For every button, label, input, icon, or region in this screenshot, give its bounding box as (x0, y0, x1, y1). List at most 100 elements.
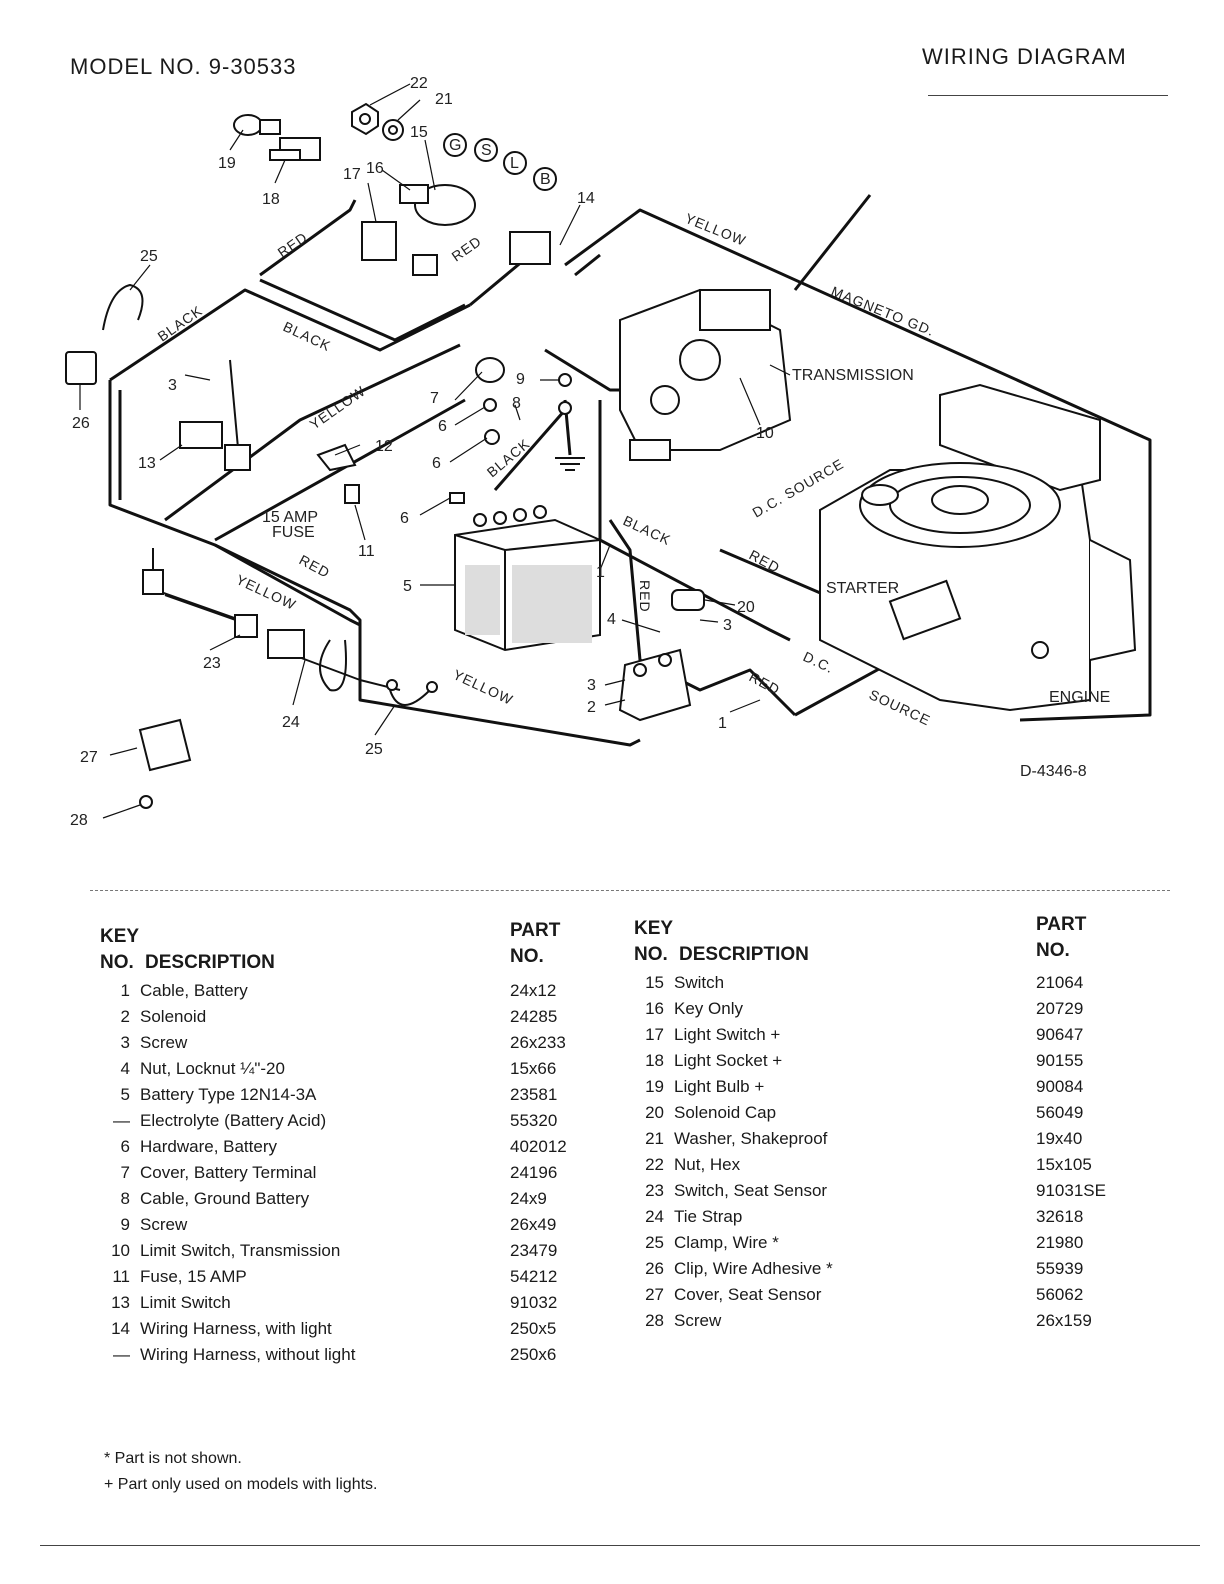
callout-12: 12 (375, 438, 393, 455)
parts-description: Clamp, Wire * (674, 1233, 779, 1252)
parts-number: 24x12 (510, 981, 557, 1000)
parts-number: 15x66 (510, 1059, 557, 1078)
callout-23: 23 (203, 655, 221, 672)
label-transmission: TRANSMISSION (792, 367, 914, 384)
callout-11: 11 (358, 543, 375, 560)
terminal-s: S (481, 142, 492, 159)
parts-description: Nut, Locknut ¼"-20 (140, 1059, 285, 1078)
parts-key-no: 16 (645, 999, 664, 1018)
parts-description: Cover, Seat Sensor (674, 1285, 822, 1304)
parts-description: Battery Type 12N14-3A (140, 1085, 317, 1104)
parts-key-no: 15 (645, 973, 664, 992)
callout-1-lower: 1 (718, 715, 727, 732)
parts-key-no: 13 (111, 1293, 130, 1312)
parts-row: —Electrolyte (Battery Acid)55320 (100, 1108, 567, 1134)
wire-yellow-harness (164, 343, 466, 542)
callout-9: 9 (516, 371, 525, 388)
parts-description: Electrolyte (Battery Acid) (140, 1111, 327, 1130)
parts-key-no: 10 (111, 1241, 130, 1260)
parts-row: 18 Light Socket + 90155 (634, 1048, 1106, 1074)
ground-cable (493, 399, 572, 491)
callout-10: 10 (756, 425, 774, 442)
parts-key-no: 9 (120, 1215, 130, 1234)
ground-symbol (555, 457, 585, 471)
parts-description: Limit Switch, Transmission (140, 1241, 341, 1260)
parts-description: Light Socket + (674, 1051, 783, 1070)
right-header-key: KEY (634, 918, 674, 939)
left-header-no: NO. (100, 952, 134, 973)
callout-4: 4 (607, 611, 616, 628)
parts-key-no: 7 (120, 1163, 130, 1182)
wire-label-red-switch: RED (449, 233, 485, 265)
parts-number: 26x49 (510, 1215, 557, 1234)
parts-number: 24285 (510, 1007, 558, 1026)
wire-label-black-right: BLACK (621, 512, 674, 548)
parts-key-no: 26 (645, 1259, 664, 1278)
parts-key-no: 4 (120, 1059, 130, 1078)
wire-yellow-lower (358, 625, 641, 747)
parts-description: Clip, Wire Adhesive * (674, 1259, 833, 1278)
wire-clip (65, 351, 97, 385)
left-header-partno: NO. (510, 946, 544, 967)
callout-14: 14 (577, 190, 595, 207)
parts-description: Nut, Hex (674, 1155, 741, 1174)
parts-number: 90647 (1036, 1025, 1084, 1044)
spark-plug-connector (142, 548, 164, 595)
callout-5: 5 (403, 578, 412, 595)
terminal-l: L (510, 155, 519, 172)
parts-key-no: — (113, 1111, 130, 1130)
parts-description: Cable, Ground Battery (140, 1189, 310, 1208)
parts-description: Key Only (674, 999, 743, 1018)
seat-sensor-connector (267, 629, 305, 659)
terminal-b: B (540, 171, 551, 188)
engine (819, 383, 1137, 712)
light-socket (269, 137, 321, 161)
parts-description: Limit Switch (140, 1293, 231, 1312)
right-header-partno: NO. (1036, 940, 1070, 961)
parts-number: 90155 (1036, 1051, 1084, 1070)
tie-strap (319, 639, 347, 692)
callout-21: 21 (435, 91, 453, 108)
page-bottom-rule (40, 1545, 1200, 1546)
parts-key-no: 20 (645, 1103, 664, 1122)
parts-key-no: 8 (120, 1189, 130, 1208)
parts-key-no: 6 (120, 1137, 130, 1156)
washer (382, 119, 404, 141)
key-switch (399, 184, 476, 226)
parts-number: 23581 (510, 1085, 558, 1104)
parts-key-no: 18 (645, 1051, 664, 1070)
parts-number: 56062 (1036, 1285, 1084, 1304)
callout-13: 13 (138, 455, 156, 472)
wire-label-black-mid: BLACK (281, 318, 334, 354)
battery (454, 505, 601, 652)
parts-key-no: 17 (645, 1025, 664, 1044)
parts-number: 91031SE (1036, 1181, 1106, 1200)
wire-label-yellow-left: YELLOW (307, 382, 369, 432)
callout-3-solenoid: 3 (587, 677, 596, 694)
parts-key-no: 3 (120, 1033, 130, 1052)
fuse (344, 484, 360, 504)
parts-key-no: 19 (645, 1077, 664, 1096)
wire-red-long (214, 543, 361, 627)
wire-label-red-lower: RED (297, 552, 333, 581)
callout-6-c: 6 (400, 510, 409, 527)
parts-key-no: 25 (645, 1233, 664, 1252)
wire-label-red-vertical: RED (637, 580, 653, 613)
footnotes: * Part is not shown. + Part only used on… (104, 1446, 377, 1498)
parts-key-no: 14 (111, 1319, 130, 1338)
parts-number: 54212 (510, 1267, 558, 1286)
parts-key-no: 21 (645, 1129, 664, 1148)
callout-19: 19 (218, 155, 236, 172)
parts-description: Wiring Harness, without light (140, 1345, 356, 1364)
